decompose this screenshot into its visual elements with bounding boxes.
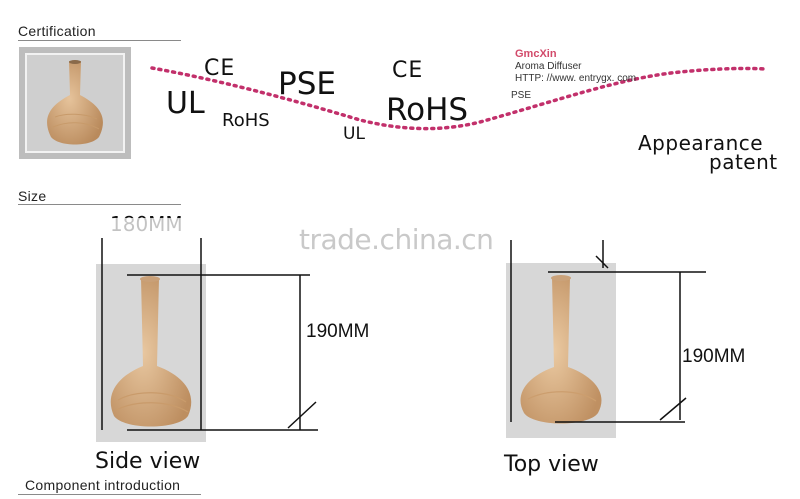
rohs-mark-small: RoHS bbox=[222, 110, 270, 131]
brand-url: HTTP: //www. entrygx. com bbox=[515, 73, 637, 84]
watermark-text: trade.china.cn bbox=[299, 223, 494, 256]
section-title-certification: Certification bbox=[18, 23, 96, 39]
ul-mark-large: UL bbox=[166, 86, 205, 121]
side-view-vase-image bbox=[110, 276, 192, 427]
top-height-dimension-label: 190MM bbox=[682, 346, 746, 367]
width-label-blur-overlay bbox=[105, 218, 200, 244]
patent-label: patent bbox=[709, 150, 778, 174]
side-height-dimension-label: 190MM bbox=[306, 321, 370, 342]
side-view-photo bbox=[96, 264, 206, 442]
brand-logo-text: GmcXin bbox=[515, 48, 557, 60]
rohs-mark-large: RoHS bbox=[386, 92, 469, 128]
ul-mark-small: UL bbox=[343, 124, 365, 144]
brand-pse: PSE bbox=[511, 90, 532, 101]
side-view-caption: Side view bbox=[95, 449, 201, 474]
pse-mark-large: PSE bbox=[278, 66, 336, 102]
top-view-caption: Top view bbox=[504, 452, 599, 477]
section-rule-certification bbox=[18, 40, 181, 41]
ce-mark-left: CE bbox=[204, 56, 236, 81]
product-thumbnail bbox=[19, 47, 131, 159]
section-title-size: Size bbox=[18, 188, 47, 204]
section-title-component: Component introduction bbox=[25, 477, 181, 493]
decorative-dotted-curve bbox=[150, 66, 767, 131]
section-rule-component bbox=[18, 494, 201, 495]
ce-mark-right: CE bbox=[392, 58, 424, 83]
brand-product-name: Aroma Diffuser bbox=[515, 61, 582, 72]
vase-thumbnail-image bbox=[47, 60, 103, 145]
section-rule-size bbox=[18, 204, 181, 205]
top-view-photo bbox=[506, 263, 616, 438]
appearance-label: Appearance bbox=[638, 131, 764, 155]
top-view-vase-image bbox=[520, 275, 602, 424]
